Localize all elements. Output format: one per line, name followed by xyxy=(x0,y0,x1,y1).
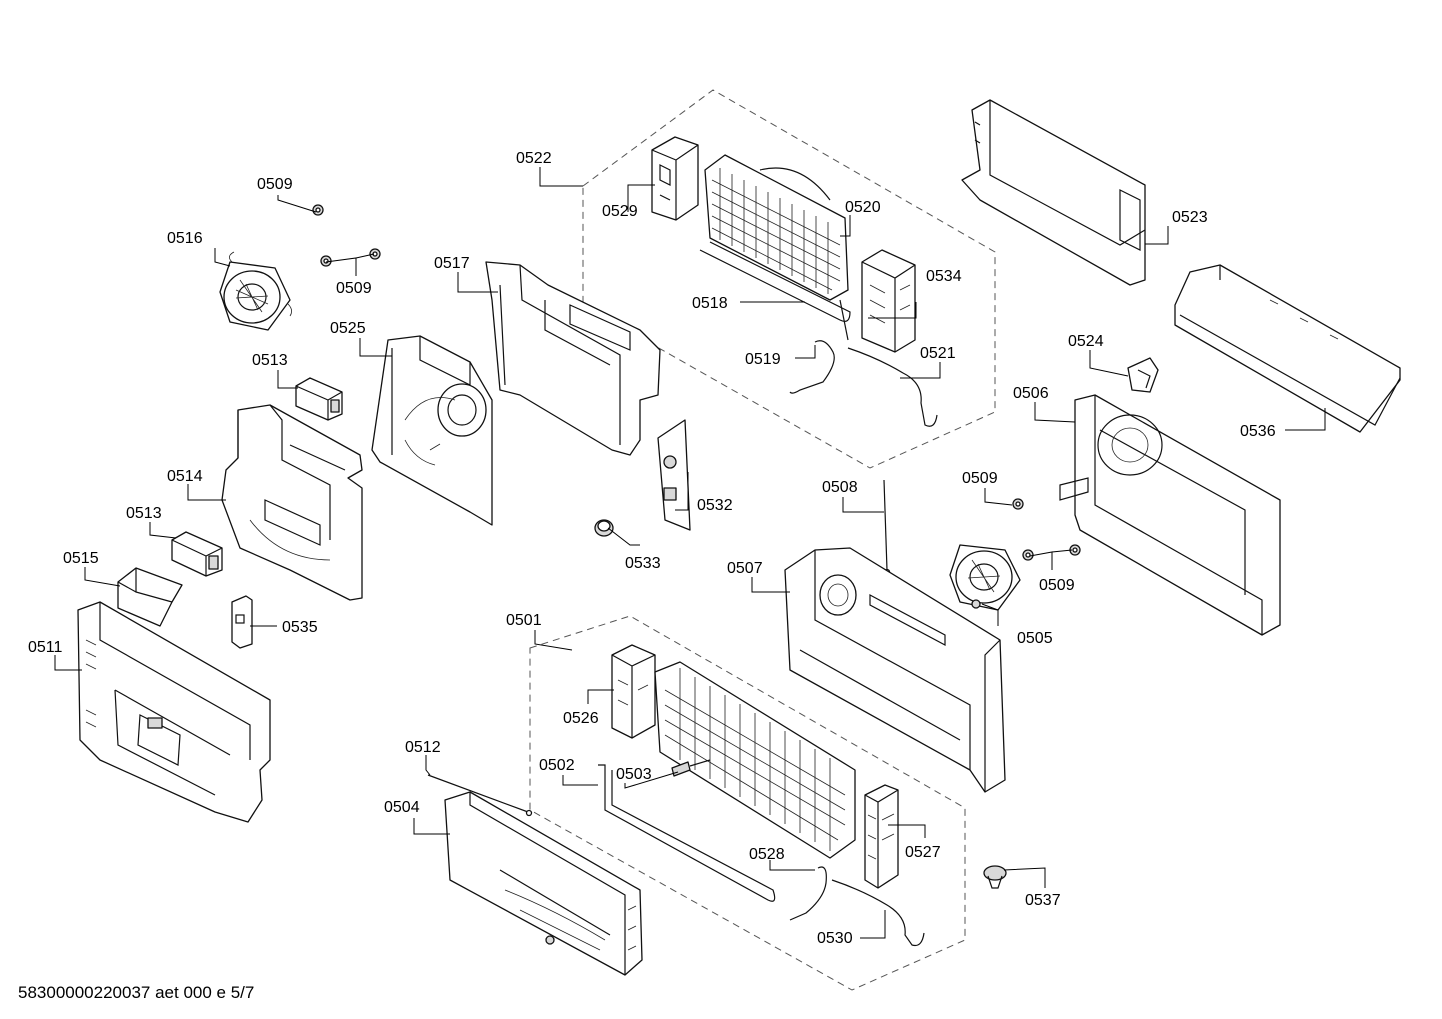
bracket-0532 xyxy=(657,419,691,531)
rod-0508 xyxy=(883,479,891,576)
wire-0528 xyxy=(789,866,827,921)
wire-0521 xyxy=(847,347,938,427)
label-0508: 0508 xyxy=(822,479,858,496)
fan-0505 xyxy=(949,544,1021,611)
label-0521: 0521 xyxy=(920,345,956,362)
label-0522: 0522 xyxy=(516,150,552,167)
top-panel-0536 xyxy=(1174,264,1401,433)
label-0505: 0505 xyxy=(1017,630,1053,647)
label-0514: 0514 xyxy=(167,468,203,485)
label-0509-d: 0509 xyxy=(1039,577,1075,594)
rear-panel-0523 xyxy=(961,99,1146,286)
document-id: 58300000220037 aet 000 e 5/7 xyxy=(18,983,254,1002)
cover-0515 xyxy=(117,567,183,627)
wire-0530 xyxy=(831,879,925,947)
label-0532: 0532 xyxy=(697,497,733,514)
label-0517: 0517 xyxy=(434,255,470,272)
evaporator-frame-0517 xyxy=(485,261,661,456)
label-0533: 0533 xyxy=(625,555,661,572)
fan-0516 xyxy=(219,251,292,331)
label-0503: 0503 xyxy=(616,766,652,783)
control-panel-0511 xyxy=(77,601,271,823)
heater-0502 xyxy=(598,764,776,902)
label-0511: 0511 xyxy=(28,639,63,656)
label-0513-b: 0513 xyxy=(126,505,162,522)
label-0512: 0512 xyxy=(405,739,441,756)
label-0507: 0507 xyxy=(727,560,763,577)
label-0529: 0529 xyxy=(602,203,638,220)
label-0534: 0534 xyxy=(926,268,962,285)
switch-0513-lower xyxy=(171,531,223,577)
label-0524: 0524 xyxy=(1068,333,1104,350)
cover-0534 xyxy=(861,249,916,353)
label-0509-b: 0509 xyxy=(336,280,372,297)
sensor-holder-0529 xyxy=(651,136,699,221)
label-0513-a: 0513 xyxy=(252,352,288,369)
label-0519: 0519 xyxy=(745,351,781,368)
label-0525: 0525 xyxy=(330,320,366,337)
label-0523: 0523 xyxy=(1172,209,1208,226)
upper-evaporator-group-boundary xyxy=(582,89,996,469)
wire-0519 xyxy=(789,340,835,394)
heater-0518 xyxy=(699,241,851,341)
fan-shroud-0525 xyxy=(371,335,493,526)
label-0509-a: 0509 xyxy=(257,176,293,193)
label-0530: 0530 xyxy=(817,930,853,947)
label-0516: 0516 xyxy=(167,230,203,247)
fan-housing-0506 xyxy=(1059,394,1281,636)
label-0526: 0526 xyxy=(563,710,599,727)
label-0502: 0502 xyxy=(539,757,575,774)
holder-0526 xyxy=(611,644,656,739)
label-0509-c: 0509 xyxy=(962,470,998,487)
rod-0512 xyxy=(427,774,533,817)
label-0501: 0501 xyxy=(506,612,542,629)
nut-0509-upper-left xyxy=(312,204,381,267)
cover-0527 xyxy=(864,784,899,889)
label-0528: 0528 xyxy=(749,846,785,863)
plug-0533 xyxy=(594,519,614,537)
label-0504: 0504 xyxy=(384,799,420,816)
label-0527: 0527 xyxy=(905,844,941,861)
fan-frame-0507 xyxy=(784,547,1006,793)
part-labels: 0522 0509 0516 0509 0529 0520 0523 0517 … xyxy=(28,150,1276,947)
evaporator-lower xyxy=(654,661,856,859)
evaporator-0520 xyxy=(704,154,849,301)
label-0515: 0515 xyxy=(63,550,99,567)
clip-0524 xyxy=(1127,357,1159,393)
label-0518: 0518 xyxy=(692,295,728,312)
label-0536: 0536 xyxy=(1240,423,1276,440)
label-0535: 0535 xyxy=(282,619,318,636)
bracket-0535 xyxy=(231,595,253,649)
label-0537: 0537 xyxy=(1025,892,1061,909)
label-0520: 0520 xyxy=(845,199,881,216)
label-0506: 0506 xyxy=(1013,385,1049,402)
clip-0537 xyxy=(983,865,1007,889)
switch-0513-upper xyxy=(295,377,343,421)
fan-housing-0514 xyxy=(221,404,363,601)
nut-0509-right xyxy=(1012,498,1081,561)
drawer-front-0504 xyxy=(444,791,643,976)
leader-lines xyxy=(54,167,1326,939)
